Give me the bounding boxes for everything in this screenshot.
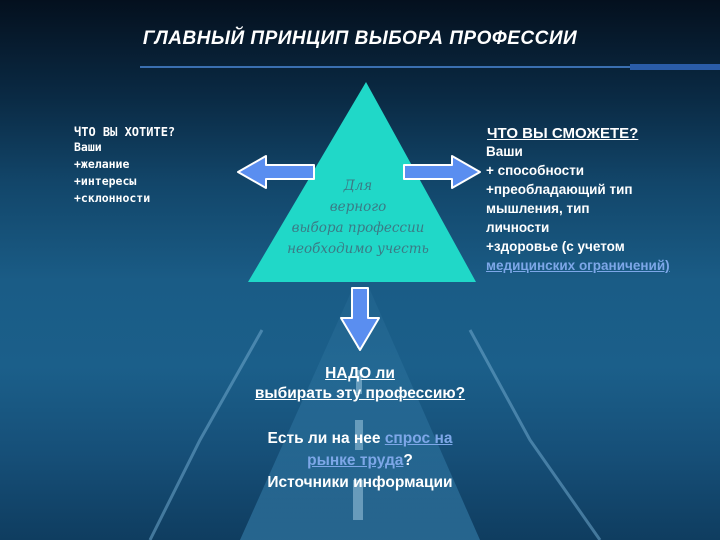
slide-title: ГЛАВНЫЙ ПРИНЦИП ВЫБОРА ПРОФЕССИИ xyxy=(142,28,578,49)
triangle-shape xyxy=(248,82,476,282)
road-edge-left xyxy=(148,329,264,540)
title-accent-bar xyxy=(630,64,720,70)
abilities-line: +преобладающий тип xyxy=(486,182,633,197)
arrow-left xyxy=(237,155,315,189)
medical-limits-link[interactable]: медицинских ограничений) xyxy=(486,258,670,273)
labor-demand-question: Есть ли на нее спрос на xyxy=(200,428,520,450)
title-underline xyxy=(140,66,720,68)
wants-line: +интересы xyxy=(74,174,137,188)
demand-link[interactable]: спрос на xyxy=(384,430,453,447)
abilities-heading: ЧТО ВЫ СМОЖЕТЕ? xyxy=(487,125,639,142)
wants-block: ЧТО ВЫ ХОТИТЕ? Ваши +желание +интересы +… xyxy=(74,125,175,207)
wants-line: +склонности xyxy=(74,191,151,205)
road-edge-right xyxy=(468,329,602,540)
abilities-line: личности xyxy=(486,220,550,235)
labor-demand-block: Есть ли на нее спрос на рынке труда? Ист… xyxy=(200,428,520,494)
triangle-line: выбора профессии xyxy=(291,220,425,236)
abilities-line: +здоровье (с учетом xyxy=(486,239,625,254)
wants-heading: ЧТО ВЫ ХОТИТЕ? xyxy=(74,125,176,139)
arrow-right xyxy=(403,155,481,189)
labor-demand-question-cont: рынке труда? xyxy=(200,450,520,472)
info-sources: Источники информации xyxy=(267,474,453,491)
need-question-line: выбирать эту профессию? xyxy=(254,385,466,402)
triangle-line: необходимо учесть xyxy=(287,241,429,257)
abilities-block: ЧТО ВЫ СМОЖЕТЕ? Ваши + способности +прео… xyxy=(486,125,670,275)
question-mark: ? xyxy=(403,452,413,469)
triangle-line: Для xyxy=(343,178,373,194)
need-question: НАДО ли выбирать эту профессию? xyxy=(220,364,500,404)
abilities-line: Ваши xyxy=(486,144,523,159)
road-surface xyxy=(240,290,480,540)
wants-line: +желание xyxy=(74,157,130,171)
wants-line: Ваши xyxy=(74,140,102,154)
abilities-line: + способности xyxy=(486,163,585,178)
need-question-line: НАДО ли xyxy=(325,365,395,382)
demand-text: Есть ли на нее xyxy=(267,430,385,447)
triangle-line: верного xyxy=(329,199,387,215)
labor-market-link[interactable]: рынке труда xyxy=(307,452,404,469)
arrow-down xyxy=(340,287,380,351)
triangle-text: Для верного выбора профессии необходимо … xyxy=(258,176,458,260)
abilities-line: мышления, тип xyxy=(486,201,590,216)
